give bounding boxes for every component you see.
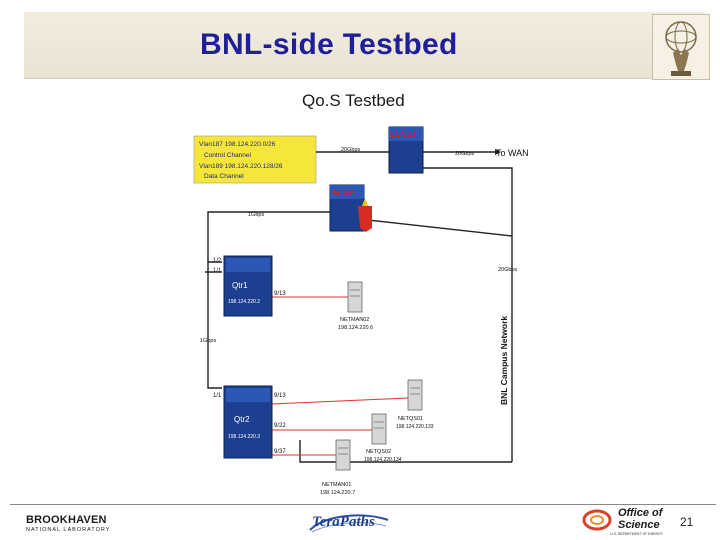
server-links	[271, 296, 409, 456]
port-9-37: 9/37	[274, 449, 286, 455]
netman02-label: NETMAN02	[340, 317, 369, 323]
port-1-1-qtr2: 1/1	[213, 393, 222, 399]
doe-label: U.S. DEPARTMENT OF ENERGY	[610, 532, 664, 536]
netqs01-label: NETQS01	[398, 416, 423, 422]
atlas-statue-icon	[665, 21, 697, 76]
link-campus: 20Gbps	[498, 267, 518, 273]
office-of-science-logo: Office of Science U.S. DEPARTMENT OF ENE…	[580, 507, 676, 537]
qtr2-ip: 198.124.220.3	[228, 434, 260, 440]
brookhaven-logo: BROOKHAVEN NATIONAL LABORATORY	[26, 514, 118, 534]
netqs02-server: NETQS02 198.124.220.134	[364, 413, 402, 463]
qtr1-router: Qtr1 198.124.220.2	[223, 255, 273, 317]
netman02-server: NETMAN02 198.124.220.6	[338, 281, 373, 331]
footer-divider	[10, 504, 716, 505]
title-banner	[24, 12, 704, 79]
port-9-22: 9/22	[274, 423, 286, 429]
amon-label: Amon	[332, 188, 355, 197]
qtr2-router: Qtr2 198.124.220.3	[223, 385, 273, 459]
atlas-logo	[652, 14, 710, 80]
office-of-label: Office of	[618, 507, 663, 519]
brookhaven-name: BROOKHAVEN	[26, 514, 107, 526]
link-esnet-wan: 20Gbps	[455, 151, 475, 157]
esnet-label: ESNET	[390, 130, 417, 139]
port-1-2: 1/2	[213, 258, 222, 264]
link-esnet-amon: 20Gbps	[341, 147, 361, 153]
legend-line-4: Data Channel	[204, 173, 244, 180]
link-qtr1-qtr2: 1Gbps	[200, 338, 216, 344]
netqs02-ip: 198.124.220.134	[364, 457, 402, 463]
qtr1-ip: 198.124.220.2	[228, 299, 260, 305]
doe-swirl-icon	[582, 509, 612, 531]
qtr1-label: Qtr1	[232, 281, 248, 290]
qtr2-label: Qtr2	[234, 415, 250, 424]
port-9-13-qtr1: 9/13	[274, 291, 286, 297]
amon-router: Amon	[329, 184, 372, 232]
legend-line-2: Control Channel	[204, 152, 252, 159]
netqs01-ip: 198.124.220.133	[396, 424, 434, 430]
network-links	[205, 151, 513, 463]
port-9-13-qtr2: 9/13	[274, 393, 286, 399]
terapaths-swoosh-icon	[309, 514, 389, 533]
firewall-icon	[358, 206, 372, 232]
netman01-label: NETMAN01	[322, 482, 351, 488]
to-wan-label: To WAN	[496, 148, 529, 158]
netman01-server: NETMAN01 198.124.220.7	[320, 439, 355, 496]
esnet-router: ESNET	[388, 126, 424, 174]
diagram-heading: Qo.S Testbed	[302, 91, 405, 110]
brookhaven-subtitle: NATIONAL LABORATORY	[26, 527, 111, 533]
campus-network-label: BNL Campus Network	[499, 316, 509, 405]
science-label: Science	[618, 519, 660, 531]
vlan-legend: Vlan187 198.124.220.0/26 Control Channel…	[193, 135, 317, 184]
terapaths-text: TeraPaths	[312, 514, 375, 530]
legend-line-3: Vlan189 198.124.220.128/26	[199, 163, 283, 170]
link-amon-left: 1Gbps	[248, 212, 264, 218]
port-1-1-qtr1: 1/1	[213, 268, 222, 274]
page-number: 21	[680, 515, 694, 529]
terapaths-logo: TeraPaths	[306, 510, 392, 534]
legend-line-1: Vlan187 198.124.220.0/26	[199, 141, 276, 148]
netqs02-label: NETQS02	[366, 449, 391, 455]
slide-title: BNL-side Testbed	[200, 28, 458, 61]
netman01-ip: 198.124.220.7	[320, 490, 355, 496]
netman02-ip: 198.124.220.6	[338, 325, 373, 331]
netqs01-server: NETQS01 198.124.220.133	[396, 379, 434, 430]
